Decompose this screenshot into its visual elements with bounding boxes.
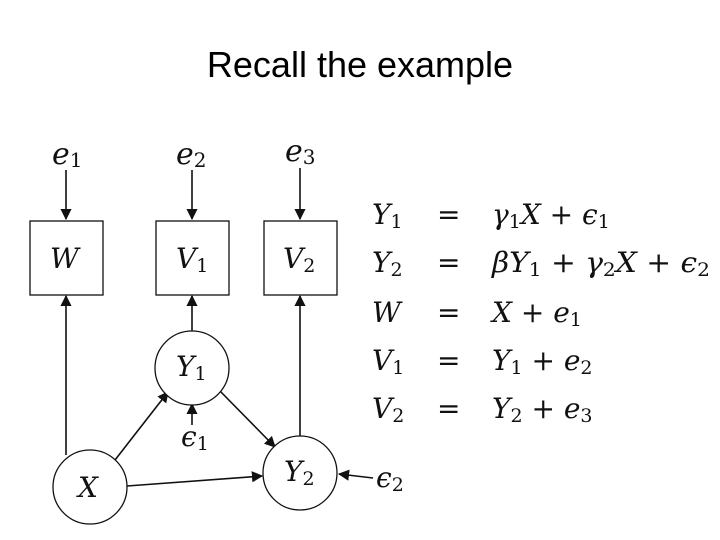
arrow-eps2-to-y2 [337,469,374,481]
box-v1 [155,220,230,296]
node-y2-circle [262,435,338,511]
label-e1: e1 [52,137,83,172]
eq-2-equals: = [437,246,460,279]
label-y1: Y1 [176,350,207,385]
arrow-x-to-y2 [126,471,264,487]
eq-3-lhs: W [372,296,403,329]
eq-1-equals: = [437,198,460,231]
box-v2 [263,220,338,296]
label-v2: V2 [283,242,315,277]
arrow-y1-to-y2 [218,389,276,448]
arrow-x-to-y1 [114,391,169,461]
label-w: W [50,242,81,275]
eq-5-lhs: V2 [372,392,404,427]
node-y1-circle [154,330,230,406]
eq-3-rhs: X + e1 [490,296,582,331]
eq-5-rhs: Y2 + e3 [492,392,593,427]
label-y2: Y2 [284,455,315,490]
eq-5-equals: = [437,392,460,425]
eq-2-lhs: Y2 [372,246,403,281]
slide-title: Recall the example [206,44,514,85]
label-eps2: ϵ2 [376,461,404,496]
node-x-circle [52,449,128,525]
eq-4-lhs: V1 [372,344,404,379]
box-w [29,220,104,296]
eq-3-equals: = [437,296,460,329]
eq-4-equals: = [437,344,460,377]
label-e2: e2 [176,137,207,172]
eq-1-rhs: γ1X + ϵ1 [492,198,610,233]
label-eps1: ϵ1 [181,420,209,455]
eq-4-rhs: Y1 + e2 [492,344,593,379]
eq-1-lhs: Y1 [372,198,403,233]
label-x: X [76,471,99,504]
label-e3: e3 [285,134,316,169]
label-v1: V1 [176,242,208,277]
